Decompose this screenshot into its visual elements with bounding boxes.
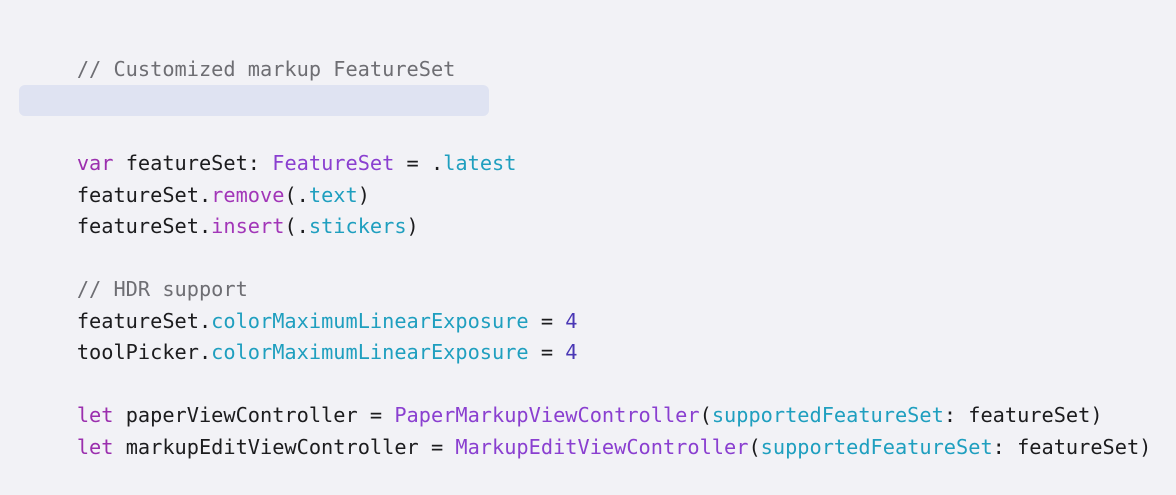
code-line-insert: featureSet.insert(.stickers) bbox=[28, 180, 1151, 238]
code-identifier: featureSet. bbox=[76, 308, 212, 333]
code-member: colorMaximumLinearExposure bbox=[211, 308, 529, 333]
code-identifier: featureSet. bbox=[76, 214, 212, 238]
code-line-remove: featureSet.remove(.text) bbox=[28, 148, 1151, 207]
code-operator: = . bbox=[394, 151, 444, 175]
code-keyword: let bbox=[76, 403, 114, 427]
code-function: remove bbox=[211, 182, 285, 207]
code-identifier: : featureSet) bbox=[943, 403, 1103, 427]
code-punctuation: ) bbox=[406, 214, 419, 238]
code-keyword: let bbox=[76, 434, 114, 459]
code-type: MarkupEditViewController bbox=[455, 434, 749, 459]
code-punctuation: (. bbox=[284, 214, 309, 238]
code-operator: = bbox=[528, 308, 566, 333]
code-line-comment-hdr: // HDR support bbox=[28, 243, 1151, 301]
code-identifier: featureSet. bbox=[76, 182, 212, 207]
code-parameter: supportedFeatureSet bbox=[711, 403, 944, 427]
code-member: text bbox=[308, 182, 358, 207]
code-function: insert bbox=[211, 214, 285, 238]
code-identifier: paperViewController = bbox=[113, 403, 395, 427]
code-member: latest bbox=[443, 151, 517, 175]
code-identifier: : featureSet) bbox=[992, 434, 1152, 459]
code-number: 4 bbox=[565, 340, 578, 364]
code-keyword: var bbox=[76, 151, 114, 175]
code-identifier: markupEditViewController = bbox=[113, 434, 456, 459]
code-line-paper-view-controller: let paperViewController = PaperMarkupVie… bbox=[28, 369, 1151, 427]
code-operator: = bbox=[528, 340, 566, 364]
code-blank-line bbox=[28, 117, 1151, 149]
code-member: colorMaximumLinearExposure bbox=[211, 340, 529, 364]
code-type: FeatureSet bbox=[272, 151, 395, 175]
code-block: // Customized markup FeatureSet var feat… bbox=[19, 22, 1151, 459]
code-type: PaperMarkupViewController bbox=[394, 403, 700, 427]
code-identifier: featureSet: bbox=[113, 151, 273, 175]
code-punctuation: (. bbox=[284, 182, 309, 207]
code-punctuation: ( bbox=[748, 434, 761, 459]
code-comment: // HDR support bbox=[76, 277, 248, 301]
code-number: 4 bbox=[565, 308, 578, 333]
code-comment: // Customized markup FeatureSet bbox=[76, 56, 456, 81]
code-line-toolpicker-exposure: toolPicker.colorMaximumLinearExposure = … bbox=[28, 306, 1151, 364]
line-highlight bbox=[19, 85, 489, 116]
code-identifier: toolPicker. bbox=[76, 340, 212, 364]
code-line-featureset-exposure: featureSet.colorMaximumLinearExposure = … bbox=[28, 274, 1151, 333]
code-line-comment-customized: // Customized markup FeatureSet bbox=[28, 22, 1151, 81]
code-line-var-featureset: var featureSet: FeatureSet = .latest bbox=[19, 85, 1151, 175]
code-punctuation: ) bbox=[357, 182, 370, 207]
code-member: stickers bbox=[308, 214, 407, 238]
code-punctuation: ( bbox=[699, 403, 712, 427]
code-parameter: supportedFeatureSet bbox=[760, 434, 993, 459]
